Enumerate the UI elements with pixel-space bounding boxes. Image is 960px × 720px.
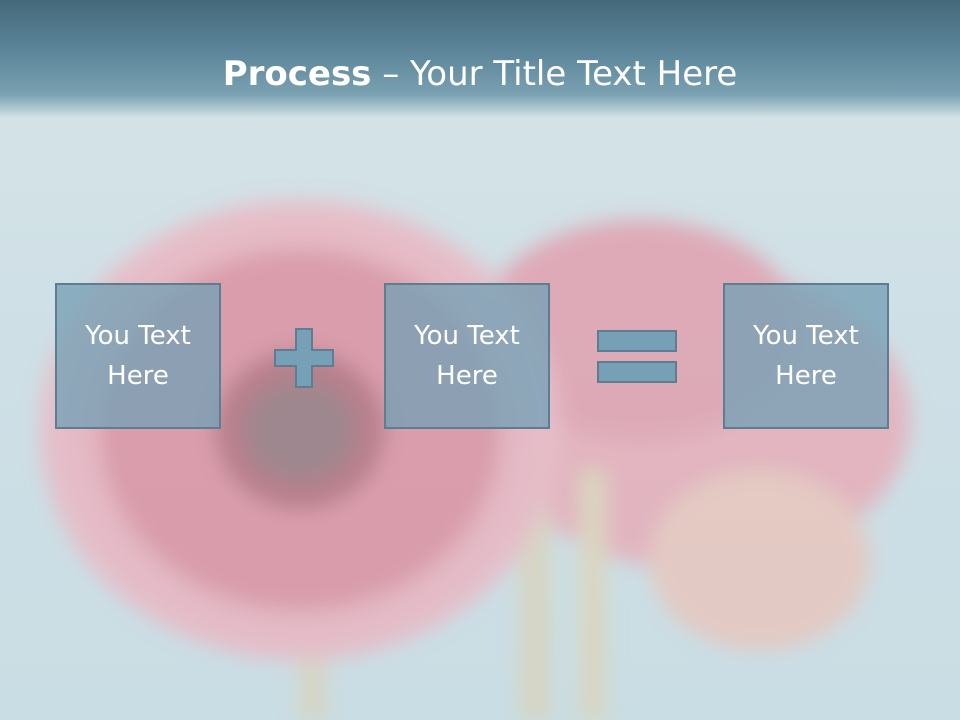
box-line-1: You Text (753, 321, 859, 351)
plus-icon (274, 328, 334, 388)
process-box-3[interactable]: You Text Here (723, 283, 889, 429)
box-line-2: Here (107, 361, 169, 391)
title-text-part: – Your Title Text Here (371, 54, 738, 94)
box-line-1: You Text (414, 321, 520, 351)
process-box-2[interactable]: You Text Here (384, 283, 550, 429)
process-box-1[interactable]: You Text Here (55, 283, 221, 429)
title-bold-part: Process (222, 54, 372, 94)
box-line-2: Here (436, 361, 498, 391)
box-line-2: Here (775, 361, 837, 391)
title-bar (0, 0, 960, 118)
equals-icon (597, 330, 677, 383)
slide-title: Process – Your Title Text Here (0, 52, 960, 96)
box-line-1: You Text (85, 321, 191, 351)
